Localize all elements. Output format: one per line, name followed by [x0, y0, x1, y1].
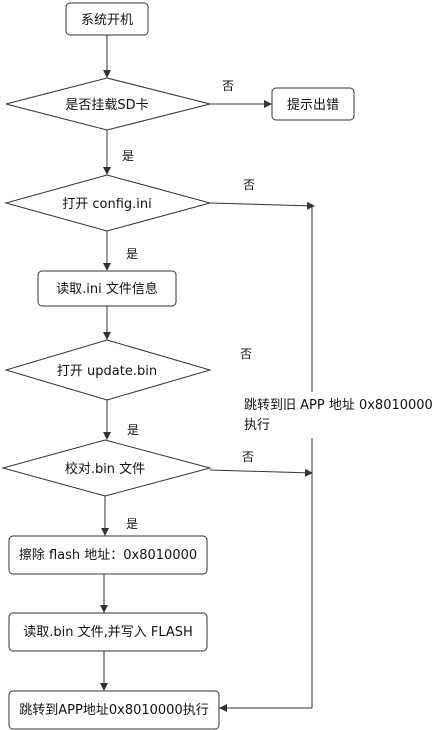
open-config-label: 打开 config.ini [62, 197, 152, 212]
read-ini-label: 读取.ini 文件信息 [56, 281, 158, 297]
open-update-label: 打开 update.bin [57, 364, 157, 379]
read-write-box [8, 612, 208, 652]
label-yes-sd: 是 [122, 149, 134, 163]
label-no-verify: 否 [242, 450, 254, 464]
edge-config-to-side [209, 201, 315, 210]
side-note-line2: 执行 [244, 418, 271, 433]
start-label: 系统开机 [81, 13, 133, 28]
side-note: 跳转到旧 APP 地址 0x8010000 执行 [244, 396, 444, 436]
show-error-label: 提示出错 [287, 97, 339, 113]
edge-verify-to-side [209, 468, 313, 477]
label-yes-config: 是 [126, 247, 138, 261]
check-sd-label: 是否挂载SD卡 [65, 98, 148, 113]
erase-flash-label: 擦除 flash 地址：0x8010000 [19, 548, 197, 563]
verify-bin-label: 校对.bin 文件 [65, 461, 145, 477]
erase-flash-box [8, 535, 208, 575]
jump-new-label: 跳转到APP地址0x8010000执行 [19, 703, 208, 718]
label-yes-verify: 是 [127, 423, 139, 437]
label-no-sd: 否 [222, 79, 234, 93]
label-yes-erase: 是 [126, 517, 138, 531]
side-note-line1: 跳转到旧 APP 地址 0x8010000 [244, 398, 433, 413]
label-no-update: 否 [240, 347, 252, 361]
read-write-label: 读取.bin 文件,并写入 FLASH [23, 625, 193, 640]
show-error-box [271, 87, 355, 121]
label-no-config: 否 [243, 178, 255, 192]
